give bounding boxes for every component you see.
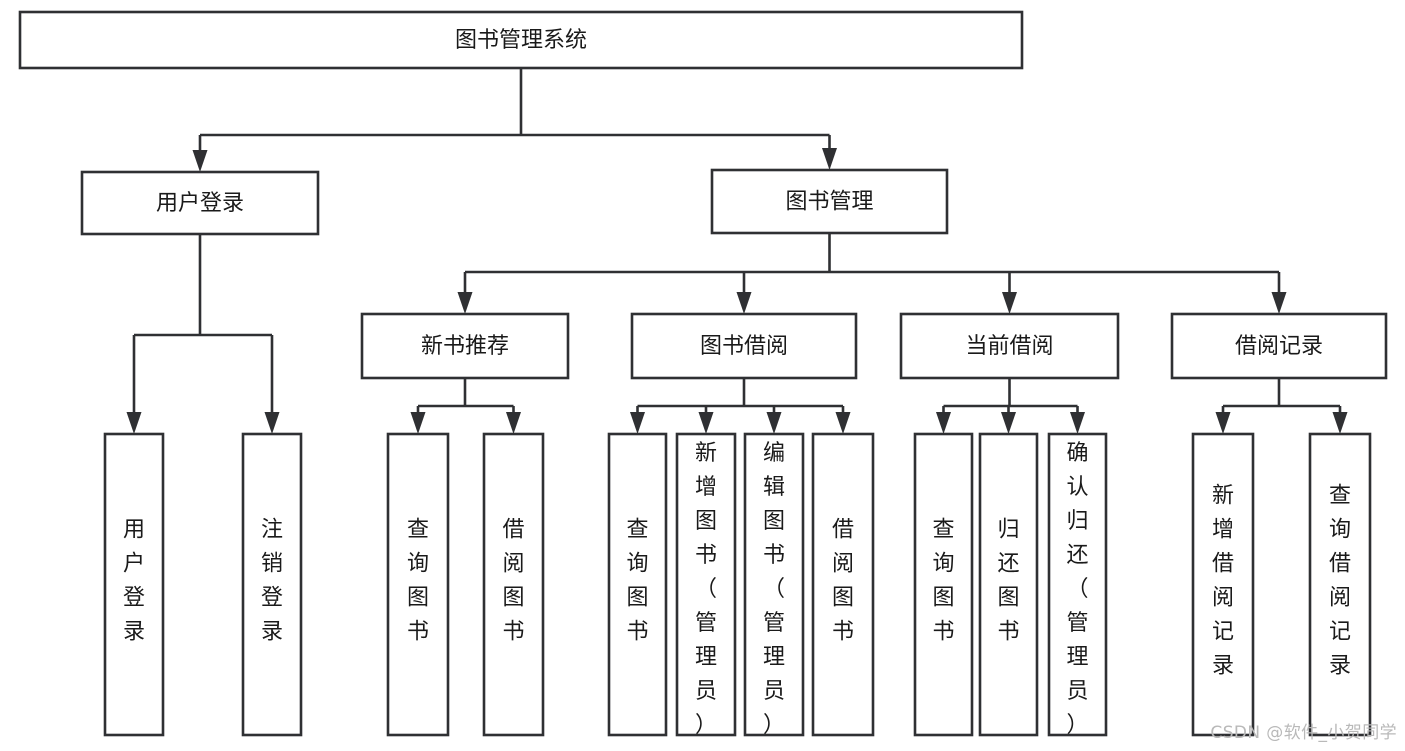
node-box-leaf-edit-book: [743, 432, 805, 737]
node-box-leaf-borrow-book-a: [482, 432, 545, 737]
node-label-current-borrow: 当前借阅: [965, 334, 1053, 359]
node-leaf-query-record[interactable]: 查询借阅记录: [1308, 432, 1372, 737]
node-label-leaf-user-login: 用户登录: [123, 518, 145, 645]
node-box-leaf-add-record: [1191, 432, 1255, 737]
node-label-book-borrow: 图书借阅: [700, 334, 788, 359]
node-label-leaf-query-record: 查询借阅记录: [1329, 484, 1351, 679]
node-box-user-login: [80, 170, 320, 236]
node-leaf-borrow-book-a[interactable]: 借阅图书: [482, 432, 545, 737]
connector-group-new_book_rec: [410, 378, 521, 434]
node-leaf-query-book-c[interactable]: 查询图书: [913, 432, 974, 737]
connector-group-borrow_record: [1215, 378, 1348, 434]
connector-group-root: [192, 68, 837, 172]
nodes-layer: 图书管理系统用户登录图书管理新书推荐图书借阅当前借阅借阅记录用户登录注销登录查询…: [18, 10, 1388, 738]
node-box-book-manage: [710, 168, 949, 235]
node-box-leaf-query-record: [1308, 432, 1372, 737]
connector-group-book_borrow: [630, 378, 851, 434]
node-user-login[interactable]: 用户登录: [80, 170, 320, 236]
node-box-leaf-borrow-book-b: [811, 432, 875, 737]
node-leaf-add-book[interactable]: 新增图书（管理员）: [675, 432, 737, 738]
node-current-borrow[interactable]: 当前借阅: [899, 312, 1120, 380]
node-box-leaf-return-book: [978, 432, 1039, 737]
node-box-leaf-user-login: [103, 432, 165, 737]
node-box-leaf-query-book-b: [607, 432, 668, 737]
node-book-manage[interactable]: 图书管理: [710, 168, 949, 235]
node-book-borrow[interactable]: 图书借阅: [630, 312, 858, 380]
node-new-book-rec[interactable]: 新书推荐: [360, 312, 570, 380]
node-box-borrow-record: [1170, 312, 1388, 380]
node-box-leaf-add-book: [675, 432, 737, 737]
node-label-leaf-borrow-book-b: 借阅图书: [832, 518, 854, 645]
node-leaf-edit-book[interactable]: 编辑图书（管理员）: [743, 432, 805, 738]
node-borrow-record[interactable]: 借阅记录: [1170, 312, 1388, 380]
node-label-leaf-query-book-a: 查询图书: [407, 518, 429, 645]
node-label-leaf-query-book-c: 查询图书: [932, 518, 954, 645]
node-box-new-book-rec: [360, 312, 570, 380]
node-box-leaf-query-book-c: [913, 432, 974, 737]
node-box-leaf-confirm-return: [1047, 432, 1108, 737]
node-box-current-borrow: [899, 312, 1120, 380]
node-label-new-book-rec: 新书推荐: [421, 334, 509, 359]
node-label-leaf-add-book: 新增图书（管理员）: [695, 441, 717, 738]
node-label-book-manage: 图书管理: [785, 190, 873, 215]
connector-group-book_manage: [457, 233, 1287, 314]
connector-group-user_login: [126, 234, 280, 434]
node-label-leaf-add-record: 新增借阅记录: [1212, 484, 1234, 679]
node-label-user-login: 用户登录: [156, 191, 244, 216]
node-leaf-user-login[interactable]: 用户登录: [103, 432, 165, 737]
node-box-leaf-user-logout: [241, 432, 303, 737]
node-label-leaf-borrow-book-a: 借阅图书: [502, 518, 524, 645]
node-box-root: [18, 10, 1024, 70]
node-label-root: 图书管理系统: [455, 28, 587, 53]
node-box-leaf-query-book-a: [386, 432, 450, 737]
watermark-label: CSDN @软件_小贺同学: [1210, 723, 1397, 743]
node-leaf-query-book-a[interactable]: 查询图书: [386, 432, 450, 737]
node-label-leaf-user-logout: 注销登录: [261, 518, 283, 645]
node-leaf-confirm-return[interactable]: 确认归还（管理员）: [1047, 432, 1108, 738]
node-leaf-query-book-b[interactable]: 查询图书: [607, 432, 668, 737]
connector-group-current_borrow: [936, 378, 1085, 434]
node-label-leaf-return-book: 归还图书: [997, 518, 1019, 645]
node-label-borrow-record: 借阅记录: [1235, 334, 1323, 359]
node-root[interactable]: 图书管理系统: [18, 10, 1024, 70]
node-box-book-borrow: [630, 312, 858, 380]
node-label-leaf-confirm-return: 确认归还（管理员）: [1066, 441, 1088, 738]
node-leaf-borrow-book-b[interactable]: 借阅图书: [811, 432, 875, 737]
node-leaf-add-record[interactable]: 新增借阅记录: [1191, 432, 1255, 737]
node-leaf-return-book[interactable]: 归还图书: [978, 432, 1039, 737]
node-label-leaf-edit-book: 编辑图书（管理员）: [763, 441, 785, 738]
node-leaf-user-logout[interactable]: 注销登录: [241, 432, 303, 737]
edges-layer: [126, 68, 1348, 434]
node-label-leaf-query-book-b: 查询图书: [626, 518, 648, 645]
